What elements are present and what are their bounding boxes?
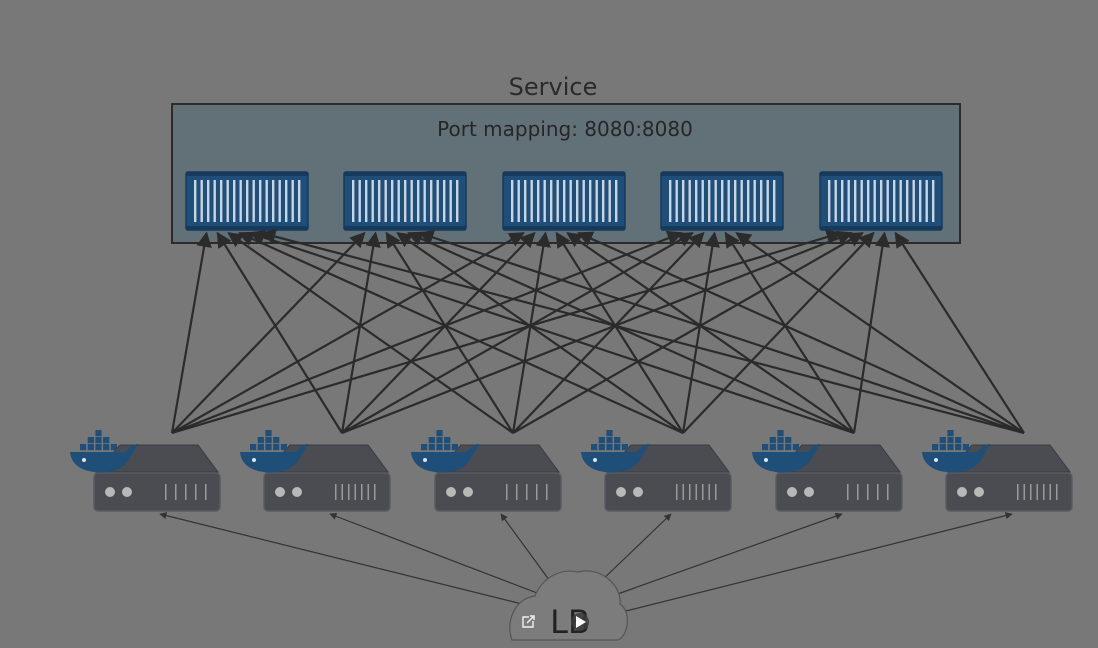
route-arrow [511, 231, 551, 434]
route-arrow [682, 231, 875, 434]
route-arrow [171, 229, 842, 435]
container-icon [819, 171, 943, 231]
route-arrow [171, 231, 366, 434]
play-icon [576, 616, 586, 628]
route-arrow [418, 230, 1025, 435]
container-group [185, 171, 943, 231]
routing-mesh [170, 229, 1025, 435]
route-arrow [341, 230, 853, 435]
lb-arrow [329, 512, 546, 597]
external-link-icon [522, 615, 535, 628]
route-arrow [385, 231, 514, 434]
route-arrow [894, 231, 1025, 434]
container-icon [502, 171, 626, 231]
service-title: Service [509, 73, 598, 101]
route-arrow [238, 231, 684, 435]
docker-whale-icon [922, 430, 990, 473]
container-icon [185, 171, 309, 231]
port-mapping-label: Port mapping: 8080:8080 [437, 117, 693, 141]
route-arrow [407, 231, 855, 435]
node-group [70, 430, 1073, 512]
route-arrow [170, 231, 212, 434]
container-icon [343, 171, 467, 231]
play-button[interactable] [571, 613, 589, 631]
docker-whale-icon [240, 430, 308, 473]
lb-arrow [159, 512, 531, 607]
route-arrow [555, 231, 684, 434]
docker-whale-icon [752, 430, 820, 473]
route-arrow [341, 232, 694, 434]
docker-whale-icon [70, 430, 138, 473]
cloud-icon [509, 570, 628, 641]
route-arrow [340, 231, 381, 434]
lb-arrow [500, 513, 556, 589]
route-arrow [852, 231, 891, 434]
route-arrow [260, 229, 1025, 435]
lb-arrow [597, 513, 672, 585]
docker-node [411, 430, 562, 512]
route-arrow [171, 232, 525, 434]
route-arrow [227, 232, 514, 434]
docker-node [752, 430, 903, 512]
docker-node [70, 430, 221, 512]
route-arrow [577, 231, 1025, 435]
docker-node [240, 430, 391, 512]
external-link-button[interactable] [518, 613, 536, 631]
route-arrow [216, 231, 343, 434]
route-arrow [249, 230, 855, 435]
route-arrow [681, 231, 720, 434]
route-arrow [512, 232, 864, 434]
docker-whale-icon [411, 430, 479, 473]
route-arrow [512, 231, 705, 434]
lb-arrow [621, 512, 1013, 613]
lb-arrows [159, 512, 1013, 613]
docker-whale-icon [581, 430, 649, 473]
container-icon [660, 171, 784, 231]
route-arrow [396, 232, 684, 434]
route-arrow [341, 231, 536, 434]
lb-arrow [611, 512, 843, 597]
docker-node [922, 430, 1073, 512]
route-arrow [724, 231, 855, 434]
route-arrow [566, 232, 855, 434]
route-arrow [171, 230, 683, 435]
docker-node [581, 430, 732, 512]
route-arrow [735, 232, 1025, 434]
